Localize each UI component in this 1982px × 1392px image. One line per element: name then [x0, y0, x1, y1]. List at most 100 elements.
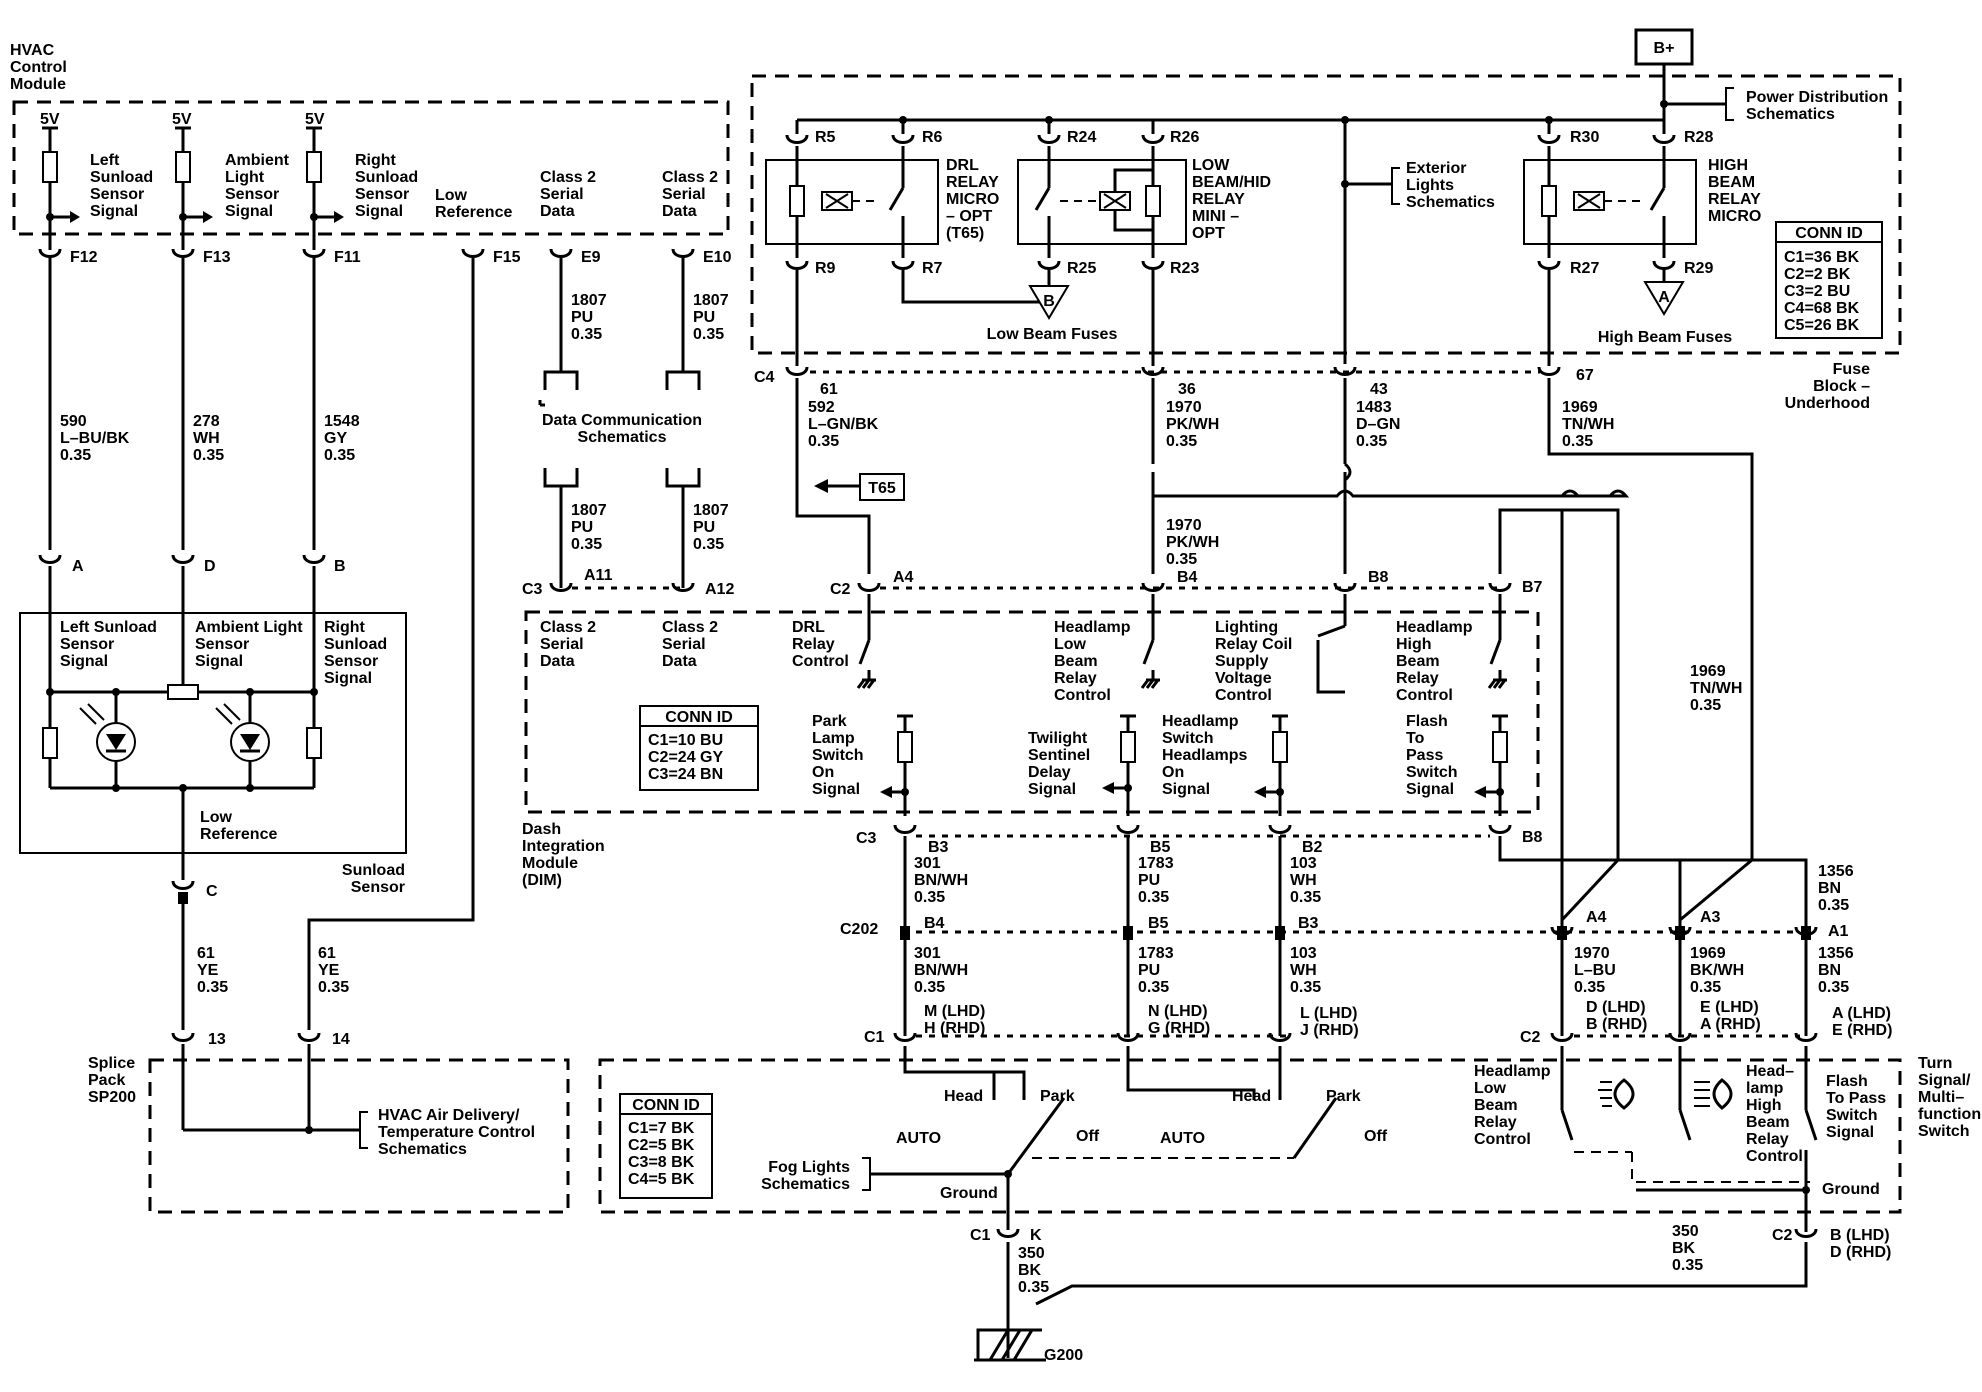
svg-text:E (LHD)A (RHD): E (LHD)A (RHD)	[1700, 999, 1761, 1033]
svg-text:E9: E9	[581, 249, 601, 266]
svg-text:CONN ID: CONN ID	[632, 1097, 700, 1114]
svg-text:67: 67	[1576, 367, 1594, 384]
svg-text:B8: B8	[1368, 569, 1389, 586]
photodiode-right-icon	[215, 692, 270, 788]
svg-text:B: B	[334, 558, 346, 575]
svg-text:C3: C3	[856, 830, 877, 847]
svg-text:A3: A3	[1700, 909, 1721, 926]
svg-text:14: 14	[332, 1031, 350, 1048]
svg-text:B3: B3	[928, 839, 949, 856]
svg-text:F12: F12	[70, 249, 98, 266]
svg-text:D: D	[204, 558, 216, 575]
svg-text:A: A	[72, 558, 84, 575]
svg-text:36: 36	[1178, 381, 1196, 398]
svg-text:Park: Park	[1040, 1088, 1075, 1105]
svg-text:E10: E10	[703, 249, 732, 266]
svg-text:A4: A4	[893, 569, 914, 586]
svg-text:R28: R28	[1684, 129, 1713, 146]
svg-text:R30: R30	[1570, 129, 1599, 146]
svg-text:B2: B2	[1302, 839, 1323, 856]
high-beam-icon	[1694, 1078, 1733, 1110]
fuse-top-pins: R5 R6 R24 R26 R30 R28	[785, 120, 1713, 146]
svg-text:CONN ID: CONN ID	[665, 709, 733, 726]
svg-text:C3: C3	[522, 581, 543, 598]
svg-text:L (LHD)J (RHD): L (LHD)J (RHD)	[1300, 1005, 1359, 1039]
svg-text:R29: R29	[1684, 260, 1713, 277]
svg-text:B3: B3	[1298, 915, 1319, 932]
svg-text:R27: R27	[1570, 260, 1599, 277]
svg-text:F11: F11	[334, 249, 361, 266]
c202-connector: C202 B4 B5 B3 A4 A3 A1	[840, 909, 1849, 940]
dim-switches	[856, 594, 1507, 694]
svg-text:F15: F15	[493, 249, 521, 266]
svg-text:B4: B4	[924, 915, 945, 932]
svg-text:R9: R9	[815, 260, 836, 277]
ground-icon	[974, 1328, 1046, 1362]
svg-text:Off: Off	[1076, 1128, 1100, 1145]
svg-text:G200: G200	[1044, 1347, 1083, 1364]
svg-text:C4: C4	[754, 369, 775, 386]
svg-text:5V: 5V	[40, 111, 60, 128]
low-fuses-label: Low Beam Fuses	[987, 326, 1118, 343]
svg-text:C2: C2	[1772, 1227, 1793, 1244]
svg-text:Off: Off	[1364, 1128, 1388, 1145]
svg-text:B5: B5	[1148, 915, 1169, 932]
svg-text:R5: R5	[815, 129, 836, 146]
svg-text:B4: B4	[1177, 569, 1198, 586]
turn-switch: C1 C2 Head Park AUTO Off Head Park AUTO …	[598, 1029, 1981, 1232]
tri-b: B	[1043, 293, 1055, 310]
low-beam-icon	[1598, 1078, 1635, 1110]
